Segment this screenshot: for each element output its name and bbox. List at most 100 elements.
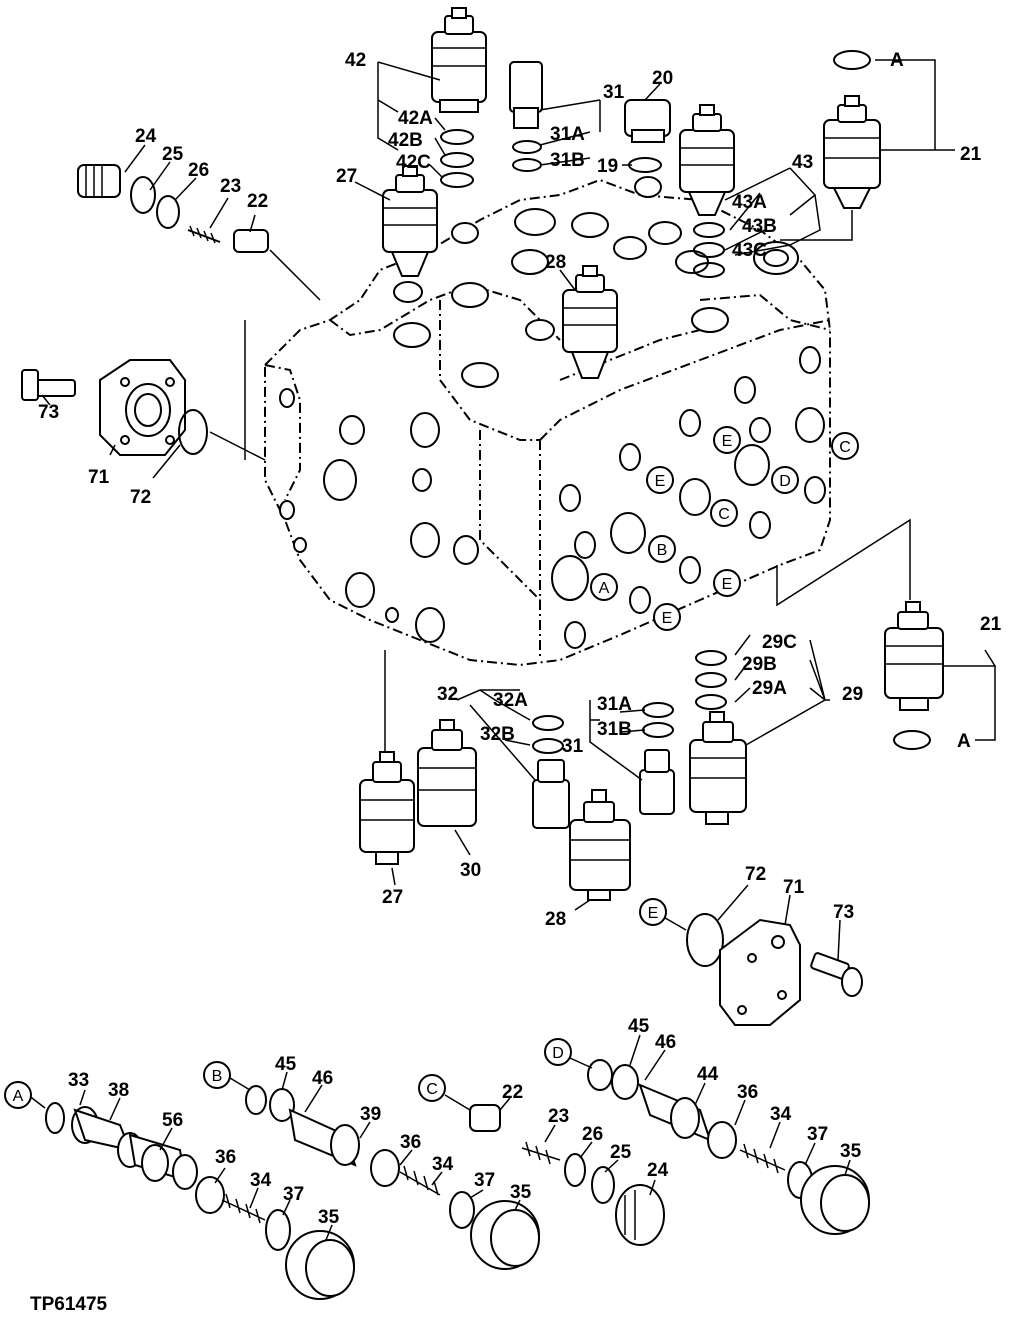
callout-39: 39 bbox=[360, 1104, 381, 1125]
relief-valve-27-top bbox=[382, 165, 438, 277]
callout-45-d: 45 bbox=[628, 1016, 650, 1037]
figure-id: TP61475 bbox=[30, 1294, 108, 1315]
row-ref-circles: A B C D E bbox=[4, 898, 667, 1109]
plug-assembly-top-left bbox=[77, 164, 269, 253]
callout-36-a: 36 bbox=[215, 1147, 236, 1168]
callout-31a-mid: 31A bbox=[597, 694, 632, 715]
callout-34-d: 34 bbox=[770, 1104, 792, 1125]
plug-32 bbox=[532, 759, 570, 829]
cover-ref-e: E bbox=[648, 905, 659, 922]
spool-row-d bbox=[587, 1059, 870, 1235]
callout-72-right: 72 bbox=[745, 864, 766, 885]
callout-43c: 43C bbox=[732, 240, 767, 261]
callout-31: 31 bbox=[603, 82, 625, 103]
callout-a-top: A bbox=[890, 50, 904, 71]
callout-21-top: 21 bbox=[960, 144, 982, 165]
callout-32a: 32A bbox=[493, 690, 528, 711]
port-ref-c: C bbox=[839, 439, 851, 456]
spool-row-c bbox=[469, 1104, 665, 1246]
spool-row-a bbox=[45, 1102, 355, 1300]
callout-35-d: 35 bbox=[840, 1141, 862, 1162]
port-ref-e: E bbox=[655, 473, 666, 490]
plug-20 bbox=[624, 99, 671, 143]
relief-valve-27-bottom bbox=[359, 751, 415, 865]
row-ref-d: D bbox=[552, 1045, 564, 1062]
callout-42b: 42B bbox=[388, 130, 423, 151]
callout-42a: 42A bbox=[398, 108, 433, 129]
end-cover-left bbox=[21, 359, 208, 456]
callout-35-b: 35 bbox=[510, 1182, 532, 1203]
relief-valve-21-top bbox=[823, 95, 881, 209]
callout-46-b: 46 bbox=[312, 1068, 333, 1089]
callout-71-left: 71 bbox=[88, 467, 110, 488]
callout-36-b: 36 bbox=[400, 1132, 421, 1153]
callout-27-top: 27 bbox=[336, 166, 357, 187]
callout-42: 42 bbox=[345, 50, 366, 71]
relief-valve-42 bbox=[431, 7, 487, 113]
end-cover-right bbox=[686, 913, 863, 1026]
callout-72-left: 72 bbox=[130, 487, 151, 508]
relief-valve-29 bbox=[689, 650, 747, 825]
callout-36-d: 36 bbox=[737, 1082, 758, 1103]
callout-25-c: 25 bbox=[610, 1142, 632, 1163]
callout-19: 19 bbox=[597, 156, 618, 177]
callout-25: 25 bbox=[162, 144, 184, 165]
callout-42c: 42C bbox=[396, 152, 431, 173]
callout-20: 20 bbox=[652, 68, 673, 89]
leader-lines bbox=[27, 59, 996, 1241]
port-ref-e: E bbox=[722, 433, 733, 450]
callout-33: 33 bbox=[68, 1070, 89, 1091]
port-ref-e: E bbox=[722, 576, 733, 593]
callout-29: 29 bbox=[842, 684, 863, 705]
row-ref-c: C bbox=[426, 1081, 438, 1098]
plug-31-top bbox=[509, 61, 543, 129]
callout-34-a: 34 bbox=[250, 1170, 272, 1191]
callout-37-d: 37 bbox=[807, 1124, 828, 1145]
port-ref-b: B bbox=[657, 542, 668, 559]
row-ref-a: A bbox=[13, 1088, 24, 1105]
callout-28-bottom: 28 bbox=[545, 909, 566, 930]
relief-valve-30 bbox=[417, 719, 477, 827]
callout-23: 23 bbox=[220, 176, 241, 197]
callout-71-right: 71 bbox=[783, 877, 805, 898]
callout-a-right: A bbox=[957, 731, 971, 752]
callout-28-top: 28 bbox=[545, 252, 566, 273]
callout-37-a: 37 bbox=[283, 1184, 304, 1205]
spool-row-b bbox=[245, 1085, 540, 1270]
valve-body bbox=[264, 176, 831, 667]
callout-29a: 29A bbox=[752, 678, 787, 699]
relief-valve-28-bottom bbox=[569, 789, 631, 901]
callout-35-a: 35 bbox=[318, 1207, 340, 1228]
callout-43: 43 bbox=[792, 152, 813, 173]
callout-44: 44 bbox=[697, 1064, 719, 1085]
callout-26-c: 26 bbox=[582, 1124, 603, 1145]
callout-22: 22 bbox=[247, 191, 268, 212]
callout-21-right: 21 bbox=[980, 614, 1002, 635]
callout-26: 26 bbox=[188, 160, 209, 181]
callout-30: 30 bbox=[460, 860, 481, 881]
port-ref-e: E bbox=[662, 610, 673, 627]
callout-45-b: 45 bbox=[275, 1054, 297, 1075]
port-ref-d: D bbox=[779, 473, 791, 490]
callout-32: 32 bbox=[437, 684, 458, 705]
port-ref-c: C bbox=[718, 506, 730, 523]
callout-34-b: 34 bbox=[432, 1154, 454, 1175]
row-ref-b: B bbox=[212, 1068, 223, 1085]
relief-valve-43 bbox=[679, 104, 735, 216]
callout-29c: 29C bbox=[762, 632, 797, 653]
callout-23-c: 23 bbox=[548, 1106, 569, 1127]
callout-31b-mid: 31B bbox=[597, 719, 632, 740]
callout-43a: 43A bbox=[732, 192, 767, 213]
callout-56: 56 bbox=[162, 1110, 183, 1131]
callout-32b: 32B bbox=[480, 724, 515, 745]
callout-24: 24 bbox=[135, 126, 157, 147]
relief-valve-28-top bbox=[562, 265, 618, 379]
top-o-rings bbox=[440, 50, 871, 278]
callout-31b: 31B bbox=[550, 150, 585, 171]
port-ref-a: A bbox=[599, 580, 610, 597]
callout-31-mid: 31 bbox=[562, 736, 584, 757]
callout-22-c: 22 bbox=[502, 1082, 523, 1103]
o-rings-32 bbox=[532, 715, 564, 754]
relief-valve-21-right bbox=[884, 601, 944, 750]
